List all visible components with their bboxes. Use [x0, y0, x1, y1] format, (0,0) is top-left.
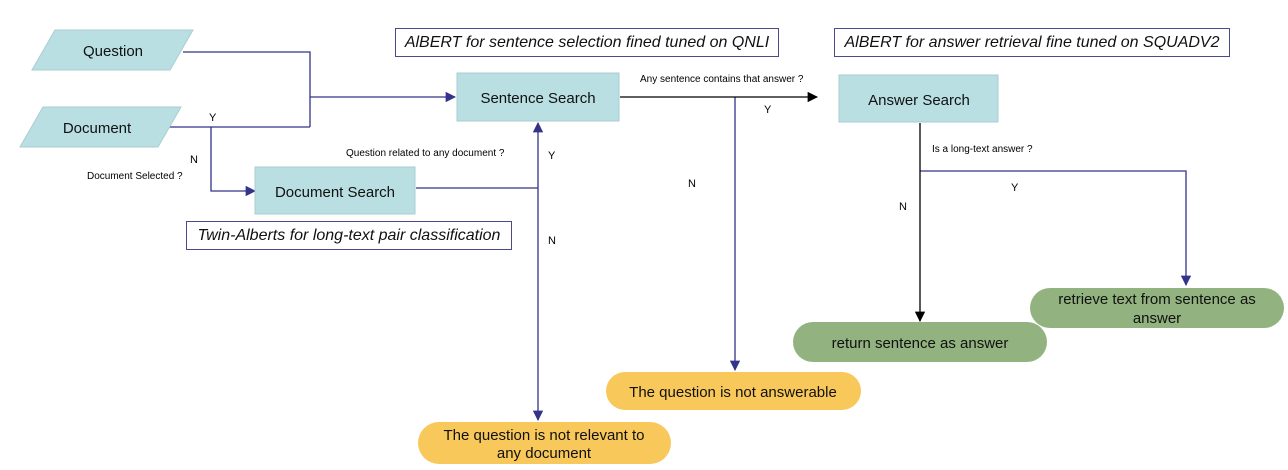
related-no-label: N [548, 235, 556, 247]
not-relevant-terminal: The question is not relevant to any docu… [418, 422, 671, 464]
long-no-label: N [899, 201, 907, 213]
retrieve-text-line1: retrieve text from sentence as [1058, 291, 1256, 308]
connector-document-to-document-search [210, 127, 257, 197]
connector-long-text-yes [920, 170, 1192, 287]
sentence-selection-title: AlBERT for sentence selection fined tune… [395, 28, 779, 57]
connector-question-to-merge [183, 51, 311, 127]
question-label: Question [83, 43, 143, 60]
question-input: Question [31, 29, 194, 71]
related-yes-label: Y [548, 150, 556, 162]
document-label: Document [63, 120, 132, 137]
document-input: Document [19, 106, 182, 148]
long-text-label: Is a long-text answer ? [932, 144, 1033, 155]
answer-search-label: Answer Search [868, 92, 970, 109]
document-selected-label: Document Selected ? [87, 171, 183, 182]
answer-search-box: Answer Search [838, 74, 999, 123]
not-answerable-text: The question is not answerable [629, 384, 837, 401]
sentence-search-box: Sentence Search [456, 72, 620, 122]
return-sentence-terminal: return sentence as answer [793, 322, 1047, 362]
long-yes-label: Y [1011, 182, 1019, 194]
question-related-label: Question related to any document ? [346, 148, 505, 159]
document-search-label: Document Search [275, 184, 395, 201]
retrieve-text-terminal: retrieve text from sentence as answer [1030, 288, 1284, 328]
retrieve-text-line2: answer [1133, 310, 1181, 327]
contains-no-label: N [688, 178, 696, 190]
twin-alberts-title: Twin-Alberts for long-text pair classifi… [186, 221, 512, 250]
sentence-search-label: Sentence Search [480, 90, 595, 107]
return-sentence-text: return sentence as answer [832, 335, 1009, 352]
sentence-contains-label: Any sentence contains that answer ? [640, 74, 804, 85]
not-relevant-line1: The question is not relevant to [444, 427, 645, 444]
not-answerable-terminal: The question is not answerable [606, 372, 861, 410]
contains-yes-label: Y [764, 104, 772, 116]
doc-yes-label: Y [209, 112, 217, 124]
document-search-box: Document Search [254, 166, 416, 215]
not-relevant-line2: any document [497, 445, 592, 462]
doc-no-label: N [190, 154, 198, 166]
answer-retrieval-title: AlBERT for answer retrieval fine tuned o… [834, 28, 1230, 57]
